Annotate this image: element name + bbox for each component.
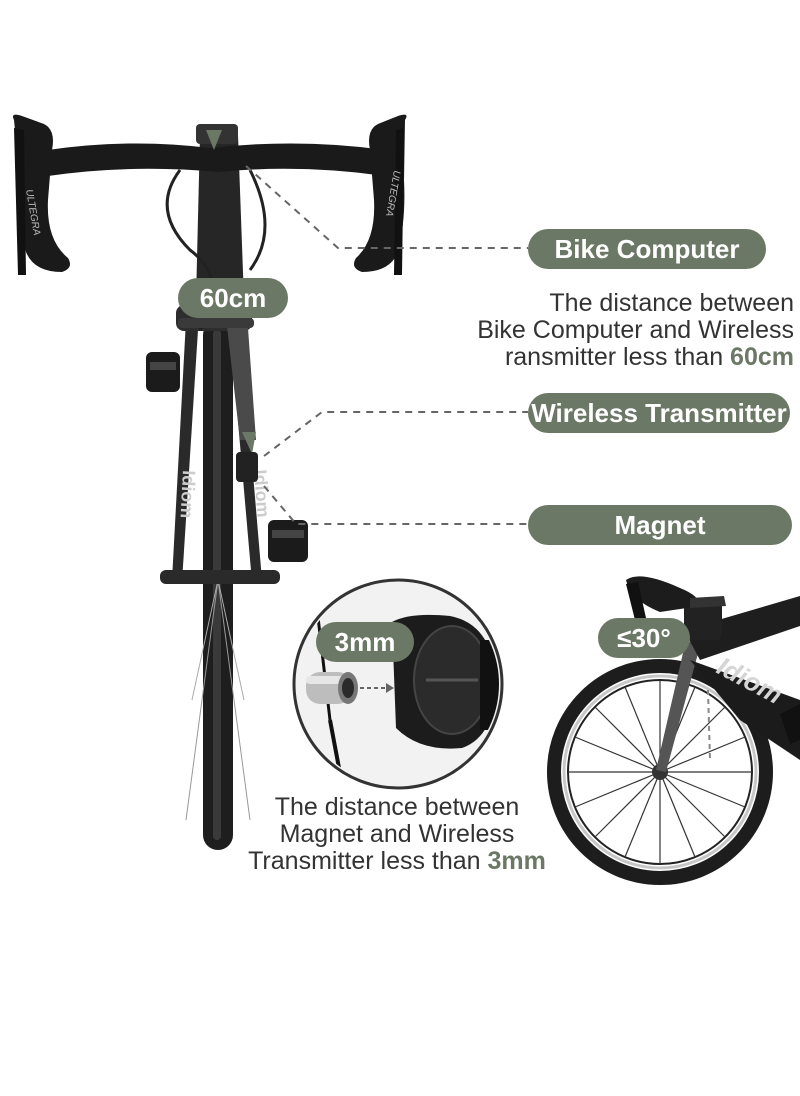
computer-leader-line [245, 165, 528, 249]
distance-60cm-badge: 60cm [178, 278, 288, 318]
computer-note-line3: ransmitter less than 60cm [477, 344, 794, 371]
computer-note-line1: The distance between [549, 289, 794, 317]
computer-distance-note: The distance between Bike Computer and W… [477, 290, 794, 371]
magnet-note-value: 3mm [487, 847, 546, 875]
bike-computer-label: Bike Computer [528, 229, 766, 269]
magnet-note-prefix: Transmitter less than [248, 847, 488, 875]
distance-3mm-badge: 3mm [316, 622, 414, 662]
magnet-sensor-closeup [292, 578, 504, 790]
magnet-note-line2: Magnet and Wireless [279, 820, 515, 848]
magnet-label: Magnet [528, 505, 792, 545]
computer-note-prefix: ransmitter less than [504, 343, 731, 371]
transmitter-leader-line [263, 411, 528, 457]
leader-lines [245, 165, 528, 525]
computer-note-line2: Bike Computer and Wireless [477, 316, 794, 344]
side-bicycle-illustration: Idiom [547, 576, 800, 885]
svg-text:Idiom: Idiom [176, 470, 198, 519]
magnet-distance-note: The distance between Magnet and Wireless… [246, 794, 548, 875]
magnet-leader-line [263, 485, 528, 525]
magnet-note-line3: Transmitter less than 3mm [246, 848, 548, 875]
computer-note-value: 60cm [730, 343, 794, 371]
wireless-transmitter-label: Wireless Transmitter [528, 393, 790, 433]
magnet-note-line1: The distance between [274, 793, 520, 821]
angle-30-badge: ≤30° [598, 618, 690, 658]
